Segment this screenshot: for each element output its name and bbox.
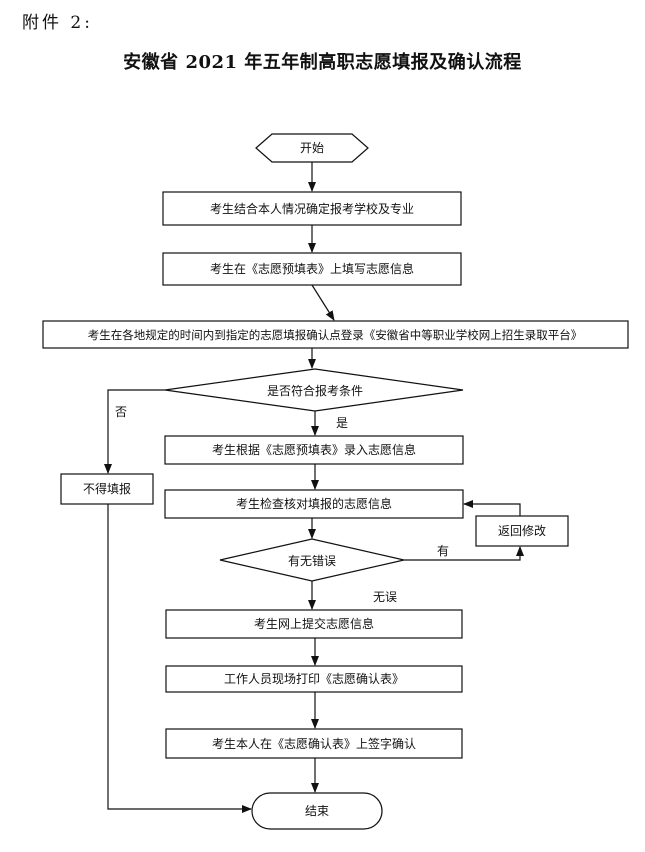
start-label: 开始: [300, 141, 324, 155]
step3-label: 考生在各地规定的时间内到指定的志愿填报确认点登录《安徽省中等职业学校网上招生录取…: [88, 328, 583, 342]
arrow-decision1-reject: [104, 389, 165, 474]
arrow-step2-step3: [311, 284, 335, 321]
step6-box: [165, 609, 463, 639]
arrow-decision2-revise: [404, 546, 524, 561]
step1-label: 考生结合本人情况确定报考学校及专业: [210, 201, 414, 216]
step8-box: [165, 728, 463, 759]
decision1-label: 是否符合报考条件: [267, 383, 363, 398]
end-node: [251, 792, 383, 830]
step7-box: [165, 665, 463, 693]
start-node: [255, 133, 369, 163]
step3-box: [42, 320, 629, 349]
step4-label: 考生根据《志愿预填表》录入志愿信息: [212, 442, 416, 457]
decision2-yes-label: 有: [437, 544, 449, 558]
step5-label: 考生检查核对填报的志愿信息: [236, 496, 392, 511]
page-title: 安徽省 2021 年五年制高职志愿填报及确认流程: [123, 52, 522, 73]
attachment-label: 附件 2:: [22, 13, 93, 33]
decision1-yes-label: 是: [336, 416, 348, 430]
decision1-diamond: [164, 368, 464, 412]
decision2-label: 有无错误: [288, 554, 336, 568]
decision1-no-label: 否: [115, 405, 127, 419]
end-label: 结束: [305, 804, 329, 818]
reject-box: [60, 473, 154, 505]
decision2-no-label: 无误: [373, 590, 397, 604]
arrow-reject-end: [107, 504, 252, 813]
step7-label: 工作人员现场打印《志愿确认表》: [224, 672, 404, 686]
step2-label: 考生在《志愿预填表》上填写志愿信息: [210, 261, 414, 276]
reject-label: 不得填报: [83, 481, 131, 496]
arrow-revise-step5: [463, 500, 521, 516]
step8-label: 考生本人在《志愿确认表》上签字确认: [212, 736, 416, 751]
step4-box: [164, 435, 464, 465]
step6-label: 考生网上提交志愿信息: [254, 616, 374, 631]
revise-label: 返回修改: [498, 523, 546, 538]
